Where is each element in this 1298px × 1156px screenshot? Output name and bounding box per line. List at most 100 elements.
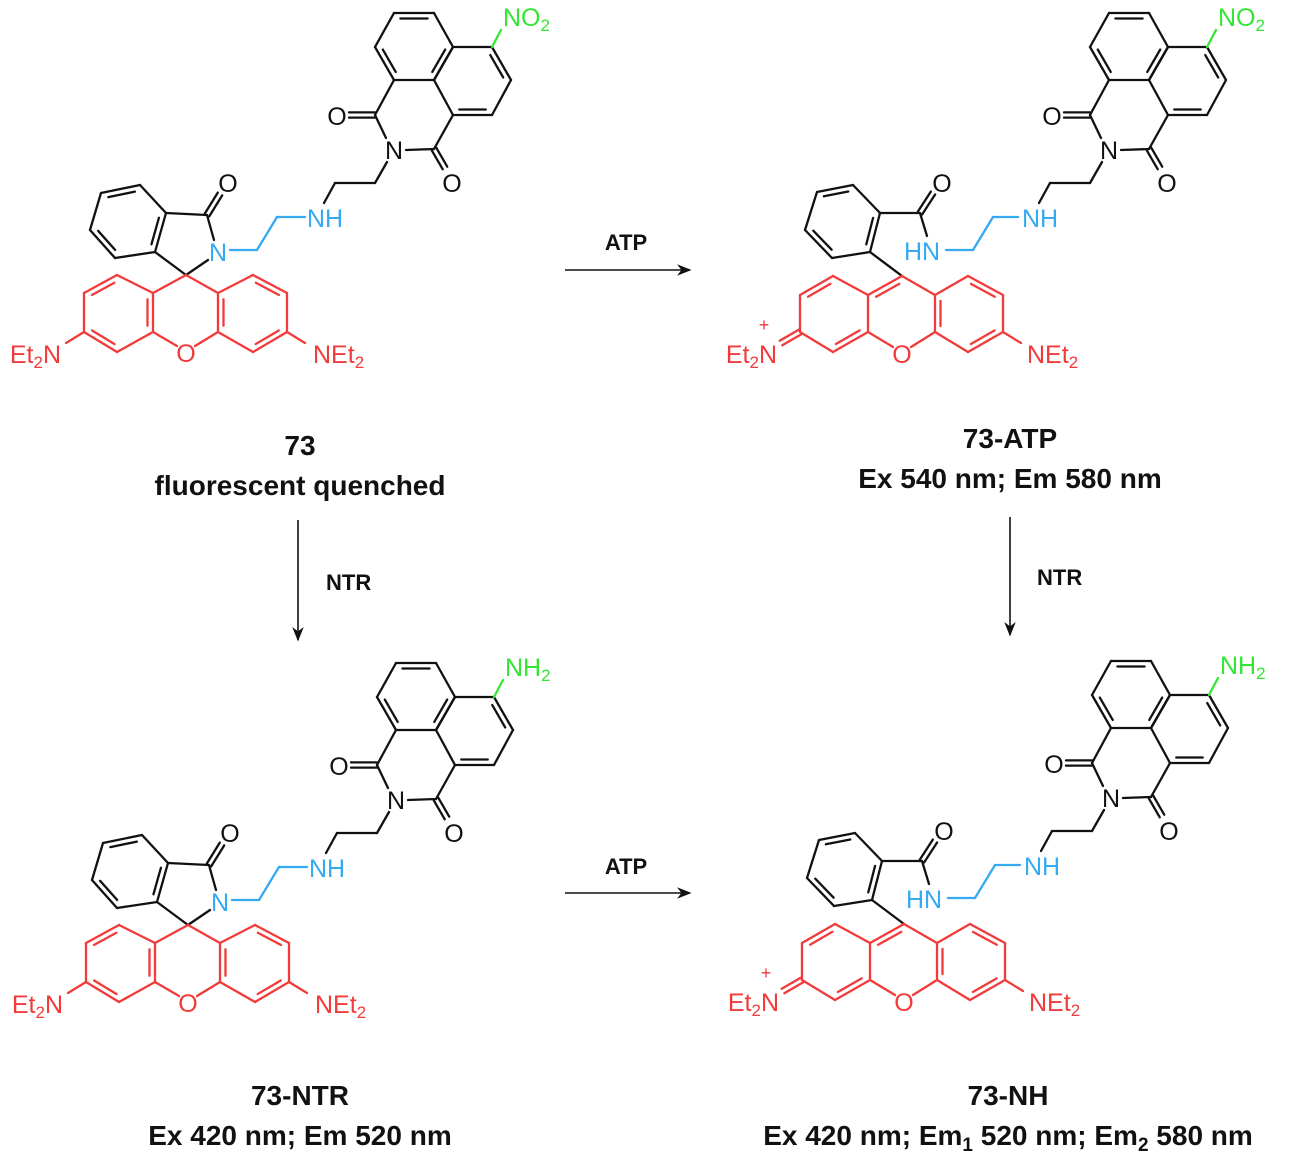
double-bond	[430, 149, 444, 171]
imide-oxygen-label: O	[1042, 103, 1061, 131]
double-bond-inner	[381, 48, 397, 74]
double-bond	[205, 841, 221, 865]
reagent-label: ATP	[605, 230, 647, 255]
double-bond	[1207, 693, 1230, 730]
bond	[151, 330, 179, 348]
bond	[1147, 78, 1170, 117]
double-bond-inner	[256, 979, 282, 996]
double-bond-inner	[1148, 696, 1164, 722]
bond	[1205, 78, 1228, 117]
bond	[153, 923, 190, 945]
reagent-label: NTR	[1037, 565, 1082, 590]
bond	[933, 330, 970, 354]
double-bond	[968, 978, 1007, 1002]
double-bond	[99, 183, 142, 195]
bond	[933, 274, 970, 297]
xanthene-oxygen-label: O	[178, 990, 197, 1018]
bond	[375, 810, 391, 835]
bond	[1149, 693, 1172, 730]
double-bond-inner	[1096, 48, 1112, 74]
bond	[830, 250, 872, 260]
double-bond-inner	[150, 216, 161, 246]
bond	[1121, 795, 1153, 800]
bond	[117, 980, 157, 1004]
bond	[184, 273, 220, 295]
double-bond-inner	[822, 190, 850, 198]
double-bond	[868, 211, 882, 254]
bond	[186, 908, 212, 927]
bond	[373, 113, 388, 140]
xanthene-oxygen-label: O	[176, 340, 195, 368]
double-bond-inner	[1098, 696, 1114, 722]
double-bond-inner	[806, 282, 832, 298]
reagent-label: NTR	[326, 570, 371, 595]
double-bond	[778, 328, 800, 342]
double-bond-inner	[92, 931, 118, 947]
bond	[285, 330, 307, 345]
imide-nitrogen-label: N	[387, 787, 405, 815]
bond	[432, 78, 455, 117]
bond	[373, 78, 396, 117]
bond	[1003, 978, 1025, 993]
bond	[900, 274, 937, 297]
bond	[193, 330, 220, 348]
double-bond	[918, 838, 934, 861]
bond	[373, 160, 389, 185]
bond	[218, 923, 257, 945]
double-bond	[101, 833, 144, 845]
double-bond	[1150, 146, 1164, 168]
bond	[911, 978, 939, 997]
double-bond	[432, 799, 446, 821]
bond	[88, 191, 103, 232]
amine-nh-label: NH	[307, 205, 343, 233]
arrow-ntr-left: NTR	[292, 520, 371, 642]
double-bond-inner	[98, 879, 119, 902]
double-bond	[88, 228, 117, 260]
double-bond	[373, 45, 396, 82]
arrow-atp-bottom: ATP	[565, 854, 692, 899]
bond	[935, 978, 972, 1002]
double-bond	[783, 981, 805, 995]
bond	[322, 181, 337, 205]
double-bond	[203, 191, 219, 215]
bond	[375, 728, 398, 767]
bond	[800, 978, 837, 1002]
bond	[216, 330, 255, 354]
compound-description: Ex 420 nm; Em1 520 nm; Em2 580 nm	[763, 1120, 1253, 1156]
bond	[153, 250, 188, 277]
double-bond	[868, 922, 906, 945]
double-bond	[831, 330, 870, 354]
bond	[1149, 761, 1172, 799]
bond	[375, 661, 398, 699]
lactam-nitrogen-label: N	[211, 889, 229, 917]
double-bond	[251, 330, 289, 354]
double-bond-inner	[874, 282, 901, 298]
bond	[490, 28, 503, 49]
double-bond	[251, 273, 289, 295]
double-bond	[866, 274, 904, 297]
double-bond-inner	[96, 229, 117, 252]
bond	[434, 695, 457, 732]
bond	[257, 865, 281, 902]
double-bond	[966, 330, 1005, 354]
bond	[207, 863, 218, 892]
imide-oxygen-label: O	[1159, 818, 1178, 846]
bond	[803, 190, 819, 232]
double-bond	[82, 330, 119, 354]
double-bond-inner	[836, 977, 863, 994]
double-bond	[210, 844, 226, 868]
diethylamino-left-label: Et2N	[12, 991, 63, 1022]
double-bond-inner	[1206, 701, 1222, 727]
double-bond-inner	[969, 282, 996, 298]
double-bond-inner	[383, 698, 399, 724]
xanthene-oxygen-label: O	[894, 989, 913, 1017]
double-bond	[805, 876, 836, 908]
double-bond	[253, 980, 291, 1004]
